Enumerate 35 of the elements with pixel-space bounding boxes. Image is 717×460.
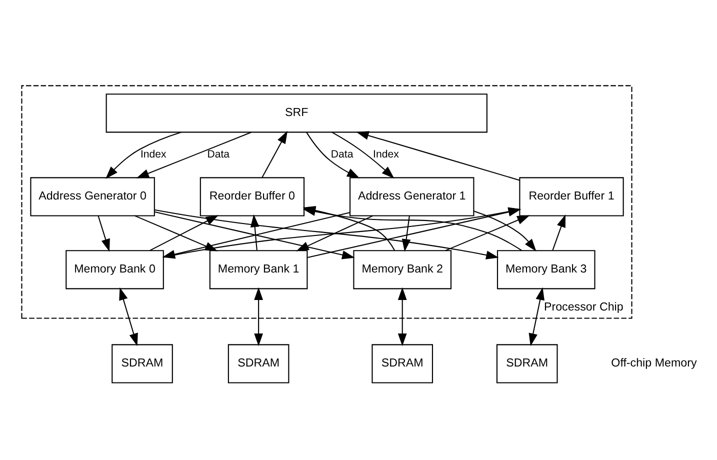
node-box: Address Generator 1 bbox=[348, 177, 474, 216]
arrow bbox=[97, 216, 110, 252]
arrow bbox=[356, 131, 520, 181]
arrow bbox=[331, 132, 394, 178]
node-box: SDRAM bbox=[227, 344, 289, 384]
edge-label: Index bbox=[140, 148, 166, 161]
arrow bbox=[473, 210, 536, 252]
node-box: SDRAM bbox=[111, 344, 172, 384]
edge-label: Index bbox=[372, 148, 398, 161]
node-box: Memory Bank 2 bbox=[352, 250, 451, 290]
node-box: Memory Bank 0 bbox=[65, 250, 164, 290]
node-box: SRF bbox=[105, 94, 487, 133]
arrow bbox=[136, 132, 252, 178]
node-box: SDRAM bbox=[496, 344, 558, 384]
arrow bbox=[397, 287, 406, 346]
edge-label: Data bbox=[206, 148, 230, 161]
node-box: Memory Bank 1 bbox=[208, 250, 308, 290]
arrow bbox=[296, 215, 372, 252]
node-box: Address Generator 0 bbox=[30, 177, 154, 216]
arrow bbox=[552, 214, 565, 250]
node-box: SDRAM bbox=[371, 344, 432, 384]
arrow bbox=[401, 216, 410, 252]
arrow bbox=[306, 132, 360, 178]
node-box: Memory Bank 3 bbox=[496, 250, 595, 290]
arrow bbox=[254, 287, 262, 346]
arrow bbox=[118, 287, 138, 346]
edge-label: Data bbox=[330, 148, 353, 161]
arrow bbox=[444, 215, 530, 252]
label: Off-chip Memory bbox=[610, 356, 696, 370]
arrow bbox=[261, 130, 288, 178]
arrow bbox=[105, 132, 181, 179]
node-box: Reorder Buffer 1 bbox=[518, 177, 624, 216]
node-box: Reorder Buffer 0 bbox=[199, 177, 304, 216]
arrow bbox=[250, 214, 259, 250]
arrow bbox=[528, 287, 544, 346]
